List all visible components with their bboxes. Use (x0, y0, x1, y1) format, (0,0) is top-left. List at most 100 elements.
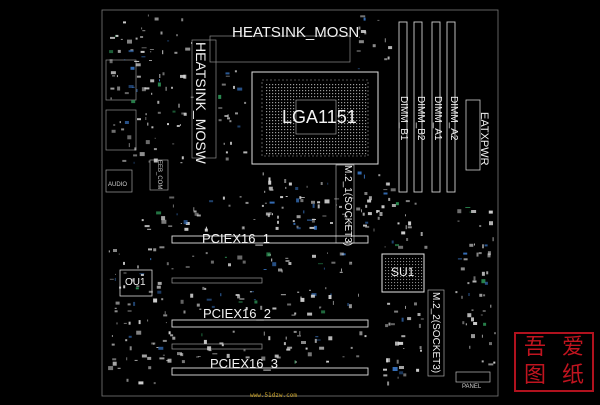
cpu-pin (359, 105, 361, 107)
component-pad (244, 101, 247, 104)
component-pad (144, 225, 150, 228)
component-pad (408, 221, 412, 226)
cpu-pin (290, 108, 292, 110)
chipset-pin (421, 258, 423, 260)
cpu-pin (272, 105, 274, 107)
component-pad (178, 103, 180, 108)
chipset-pin (388, 285, 390, 287)
cpu-pin (347, 141, 349, 143)
component-pad (120, 38, 123, 40)
cpu-pin (335, 147, 337, 149)
cpu-pin (284, 93, 286, 95)
chipset-pin (406, 264, 408, 266)
cpu-pin (365, 90, 367, 92)
component-pad (358, 26, 361, 30)
chipset-pin (391, 264, 393, 266)
component-pad (414, 202, 417, 205)
chipset-pin (391, 279, 393, 281)
cpu-pin (335, 90, 337, 92)
component-pad (148, 290, 153, 293)
component-pad (234, 70, 237, 73)
component-pad (360, 30, 366, 33)
cpu-pin (296, 84, 298, 86)
cpu-pin (350, 144, 352, 146)
cpu-pin (290, 111, 292, 113)
component-pad (311, 218, 315, 223)
component-pad (156, 347, 159, 348)
cpu-pin (341, 84, 343, 86)
cpu-pin (317, 153, 319, 155)
pciex16-2-label: PCIEX16_2 (203, 306, 271, 321)
cpu-pin (269, 153, 271, 155)
component-pad (115, 34, 119, 37)
component-pad (115, 35, 117, 38)
cpu-pin (341, 129, 343, 131)
component-pad (113, 249, 117, 252)
cpu-pin (332, 147, 334, 149)
component-pad (136, 89, 138, 92)
cpu-pin (296, 93, 298, 95)
cpu-pin (356, 144, 358, 146)
cpu-pin (317, 93, 319, 95)
cpu-pin (335, 144, 337, 146)
component-pad (147, 228, 152, 230)
cpu-pin (338, 123, 340, 125)
cpu-pin (314, 87, 316, 89)
cpu-pin (359, 153, 361, 155)
component-pad (277, 220, 279, 224)
cpu-pin (344, 150, 346, 152)
chipset-pin (412, 273, 414, 275)
cpu-pin (281, 141, 283, 143)
component-pad (134, 147, 137, 151)
cpu-pin (272, 147, 274, 149)
cpu-pin (329, 150, 331, 152)
cpu-pin (272, 117, 274, 119)
component-pad (478, 252, 482, 255)
cpu-pin (317, 84, 319, 86)
component-pad (469, 243, 474, 247)
watermark-seal: 吾 爱 图 纸 (514, 332, 594, 392)
cpu-pin (353, 84, 355, 86)
component-pad (109, 59, 113, 64)
chipset-pin (421, 282, 423, 284)
component-pad (395, 202, 399, 206)
component-pad (385, 182, 390, 186)
watermark-char-2: 爱 (561, 335, 584, 360)
cpu-pin (344, 114, 346, 116)
chipset-pin (409, 273, 411, 275)
cpu-pin (320, 84, 322, 86)
cpu-pin (281, 99, 283, 101)
component-pad (131, 278, 135, 282)
component-pad (163, 314, 168, 317)
chipset-pin (397, 285, 399, 287)
component-pad (108, 250, 110, 253)
cpu-pin (365, 147, 367, 149)
cpu-pin (284, 150, 286, 152)
cpu-pin (353, 90, 355, 92)
cpu-pin (275, 147, 277, 149)
component-pad (272, 307, 277, 310)
component-pad (141, 219, 144, 222)
pciex16-3-label: PCIEX16_3 (210, 356, 278, 371)
cpu-pin (266, 111, 268, 113)
component-pad (330, 222, 333, 224)
cpu-pin (356, 90, 358, 92)
component-pad (392, 367, 398, 371)
cpu-pin (305, 150, 307, 152)
component-pad (166, 360, 170, 362)
cpu-pin (344, 123, 346, 125)
component-pad (305, 347, 308, 350)
component-pad (190, 96, 194, 98)
chipset-pin (394, 273, 396, 275)
cpu-pin (293, 138, 295, 140)
cpu-pin (278, 105, 280, 107)
component-pad (401, 335, 406, 338)
cpu-pin (311, 150, 313, 152)
cpu-pin (284, 147, 286, 149)
cpu-pin (311, 96, 313, 98)
cpu-pin (269, 111, 271, 113)
cpu-pin (296, 141, 298, 143)
cpu-pin (287, 126, 289, 128)
component-pad (484, 281, 488, 285)
component-pad (405, 225, 407, 230)
